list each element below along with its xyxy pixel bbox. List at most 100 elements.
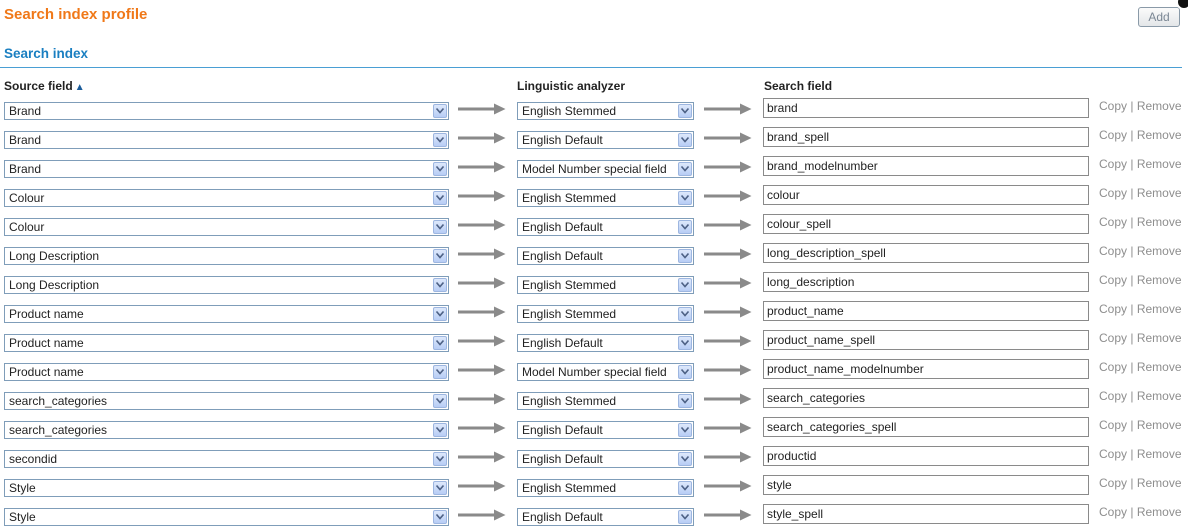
copy-link[interactable]: Copy: [1099, 418, 1128, 432]
remove-link[interactable]: Remove: [1136, 331, 1182, 345]
search-field-input[interactable]: [763, 98, 1089, 118]
linguistic-analyzer-select[interactable]: English Default: [517, 218, 694, 236]
linguistic-analyzer-select[interactable]: English Stemmed: [517, 276, 694, 294]
close-icon[interactable]: [1176, 0, 1188, 10]
add-button[interactable]: Add: [1138, 7, 1180, 27]
search-field-input[interactable]: [763, 475, 1089, 495]
linguistic-analyzer-select[interactable]: English Default: [517, 131, 694, 149]
chevron-down-icon[interactable]: [678, 133, 692, 147]
search-field-input[interactable]: [763, 127, 1089, 147]
copy-link[interactable]: Copy: [1099, 476, 1128, 490]
chevron-down-icon[interactable]: [678, 336, 692, 350]
search-field-input[interactable]: [763, 272, 1089, 292]
remove-link[interactable]: Remove: [1136, 157, 1182, 171]
chevron-down-icon[interactable]: [433, 133, 447, 147]
linguistic-analyzer-select[interactable]: English Default: [517, 450, 694, 468]
chevron-down-icon[interactable]: [678, 249, 692, 263]
remove-link[interactable]: Remove: [1136, 505, 1182, 519]
copy-link[interactable]: Copy: [1099, 99, 1128, 113]
chevron-down-icon[interactable]: [678, 104, 692, 118]
chevron-down-icon[interactable]: [678, 365, 692, 379]
copy-link[interactable]: Copy: [1099, 360, 1128, 374]
remove-link[interactable]: Remove: [1136, 389, 1182, 403]
chevron-down-icon[interactable]: [433, 336, 447, 350]
search-field-input[interactable]: [763, 301, 1089, 321]
linguistic-analyzer-select[interactable]: English Stemmed: [517, 392, 694, 410]
search-field-input[interactable]: [763, 504, 1089, 524]
source-field-select[interactable]: Long Description: [4, 247, 449, 265]
chevron-down-icon[interactable]: [678, 220, 692, 234]
source-field-select[interactable]: secondid: [4, 450, 449, 468]
search-field-input[interactable]: [763, 446, 1089, 466]
remove-link[interactable]: Remove: [1136, 360, 1182, 374]
column-header-source-field[interactable]: Source field▲: [4, 79, 85, 93]
search-field-input[interactable]: [763, 359, 1089, 379]
source-field-select[interactable]: Colour: [4, 218, 449, 236]
source-field-select[interactable]: Product name: [4, 363, 449, 381]
chevron-down-icon[interactable]: [433, 423, 447, 437]
chevron-down-icon[interactable]: [678, 394, 692, 408]
copy-link[interactable]: Copy: [1099, 447, 1128, 461]
remove-link[interactable]: Remove: [1136, 476, 1182, 490]
copy-link[interactable]: Copy: [1099, 215, 1128, 229]
source-field-select[interactable]: Brand: [4, 131, 449, 149]
search-field-input[interactable]: [763, 388, 1089, 408]
remove-link[interactable]: Remove: [1136, 99, 1182, 113]
linguistic-analyzer-select[interactable]: English Default: [517, 247, 694, 265]
chevron-down-icon[interactable]: [678, 191, 692, 205]
linguistic-analyzer-select[interactable]: English Stemmed: [517, 102, 694, 120]
chevron-down-icon[interactable]: [433, 278, 447, 292]
source-field-select[interactable]: Product name: [4, 305, 449, 323]
chevron-down-icon[interactable]: [678, 307, 692, 321]
search-field-input[interactable]: [763, 185, 1089, 205]
remove-link[interactable]: Remove: [1136, 186, 1182, 200]
linguistic-analyzer-select[interactable]: English Stemmed: [517, 189, 694, 207]
source-field-select[interactable]: Long Description: [4, 276, 449, 294]
linguistic-analyzer-select[interactable]: English Stemmed: [517, 479, 694, 497]
copy-link[interactable]: Copy: [1099, 186, 1128, 200]
linguistic-analyzer-select[interactable]: English Default: [517, 421, 694, 439]
search-field-input[interactable]: [763, 417, 1089, 437]
remove-link[interactable]: Remove: [1136, 447, 1182, 461]
remove-link[interactable]: Remove: [1136, 128, 1182, 142]
source-field-select[interactable]: Style: [4, 479, 449, 497]
chevron-down-icon[interactable]: [678, 510, 692, 524]
source-field-select[interactable]: Brand: [4, 160, 449, 178]
source-field-select[interactable]: Product name: [4, 334, 449, 352]
chevron-down-icon[interactable]: [433, 481, 447, 495]
chevron-down-icon[interactable]: [433, 452, 447, 466]
chevron-down-icon[interactable]: [678, 423, 692, 437]
chevron-down-icon[interactable]: [433, 365, 447, 379]
search-field-input[interactable]: [763, 214, 1089, 234]
source-field-select[interactable]: search_categories: [4, 392, 449, 410]
linguistic-analyzer-select[interactable]: English Stemmed: [517, 305, 694, 323]
chevron-down-icon[interactable]: [678, 278, 692, 292]
source-field-select[interactable]: search_categories: [4, 421, 449, 439]
source-field-select[interactable]: Colour: [4, 189, 449, 207]
search-field-input[interactable]: [763, 243, 1089, 263]
source-field-select[interactable]: Style: [4, 508, 449, 526]
search-field-input[interactable]: [763, 330, 1089, 350]
chevron-down-icon[interactable]: [678, 452, 692, 466]
copy-link[interactable]: Copy: [1099, 128, 1128, 142]
chevron-down-icon[interactable]: [433, 104, 447, 118]
remove-link[interactable]: Remove: [1136, 244, 1182, 258]
chevron-down-icon[interactable]: [433, 191, 447, 205]
remove-link[interactable]: Remove: [1136, 302, 1182, 316]
linguistic-analyzer-select[interactable]: English Default: [517, 334, 694, 352]
chevron-down-icon[interactable]: [433, 394, 447, 408]
chevron-down-icon[interactable]: [678, 481, 692, 495]
copy-link[interactable]: Copy: [1099, 273, 1128, 287]
copy-link[interactable]: Copy: [1099, 302, 1128, 316]
copy-link[interactable]: Copy: [1099, 157, 1128, 171]
copy-link[interactable]: Copy: [1099, 505, 1128, 519]
chevron-down-icon[interactable]: [678, 162, 692, 176]
search-field-input[interactable]: [763, 156, 1089, 176]
copy-link[interactable]: Copy: [1099, 331, 1128, 345]
remove-link[interactable]: Remove: [1136, 418, 1182, 432]
copy-link[interactable]: Copy: [1099, 389, 1128, 403]
chevron-down-icon[interactable]: [433, 162, 447, 176]
linguistic-analyzer-select[interactable]: Model Number special field: [517, 160, 694, 178]
chevron-down-icon[interactable]: [433, 307, 447, 321]
linguistic-analyzer-select[interactable]: Model Number special field: [517, 363, 694, 381]
